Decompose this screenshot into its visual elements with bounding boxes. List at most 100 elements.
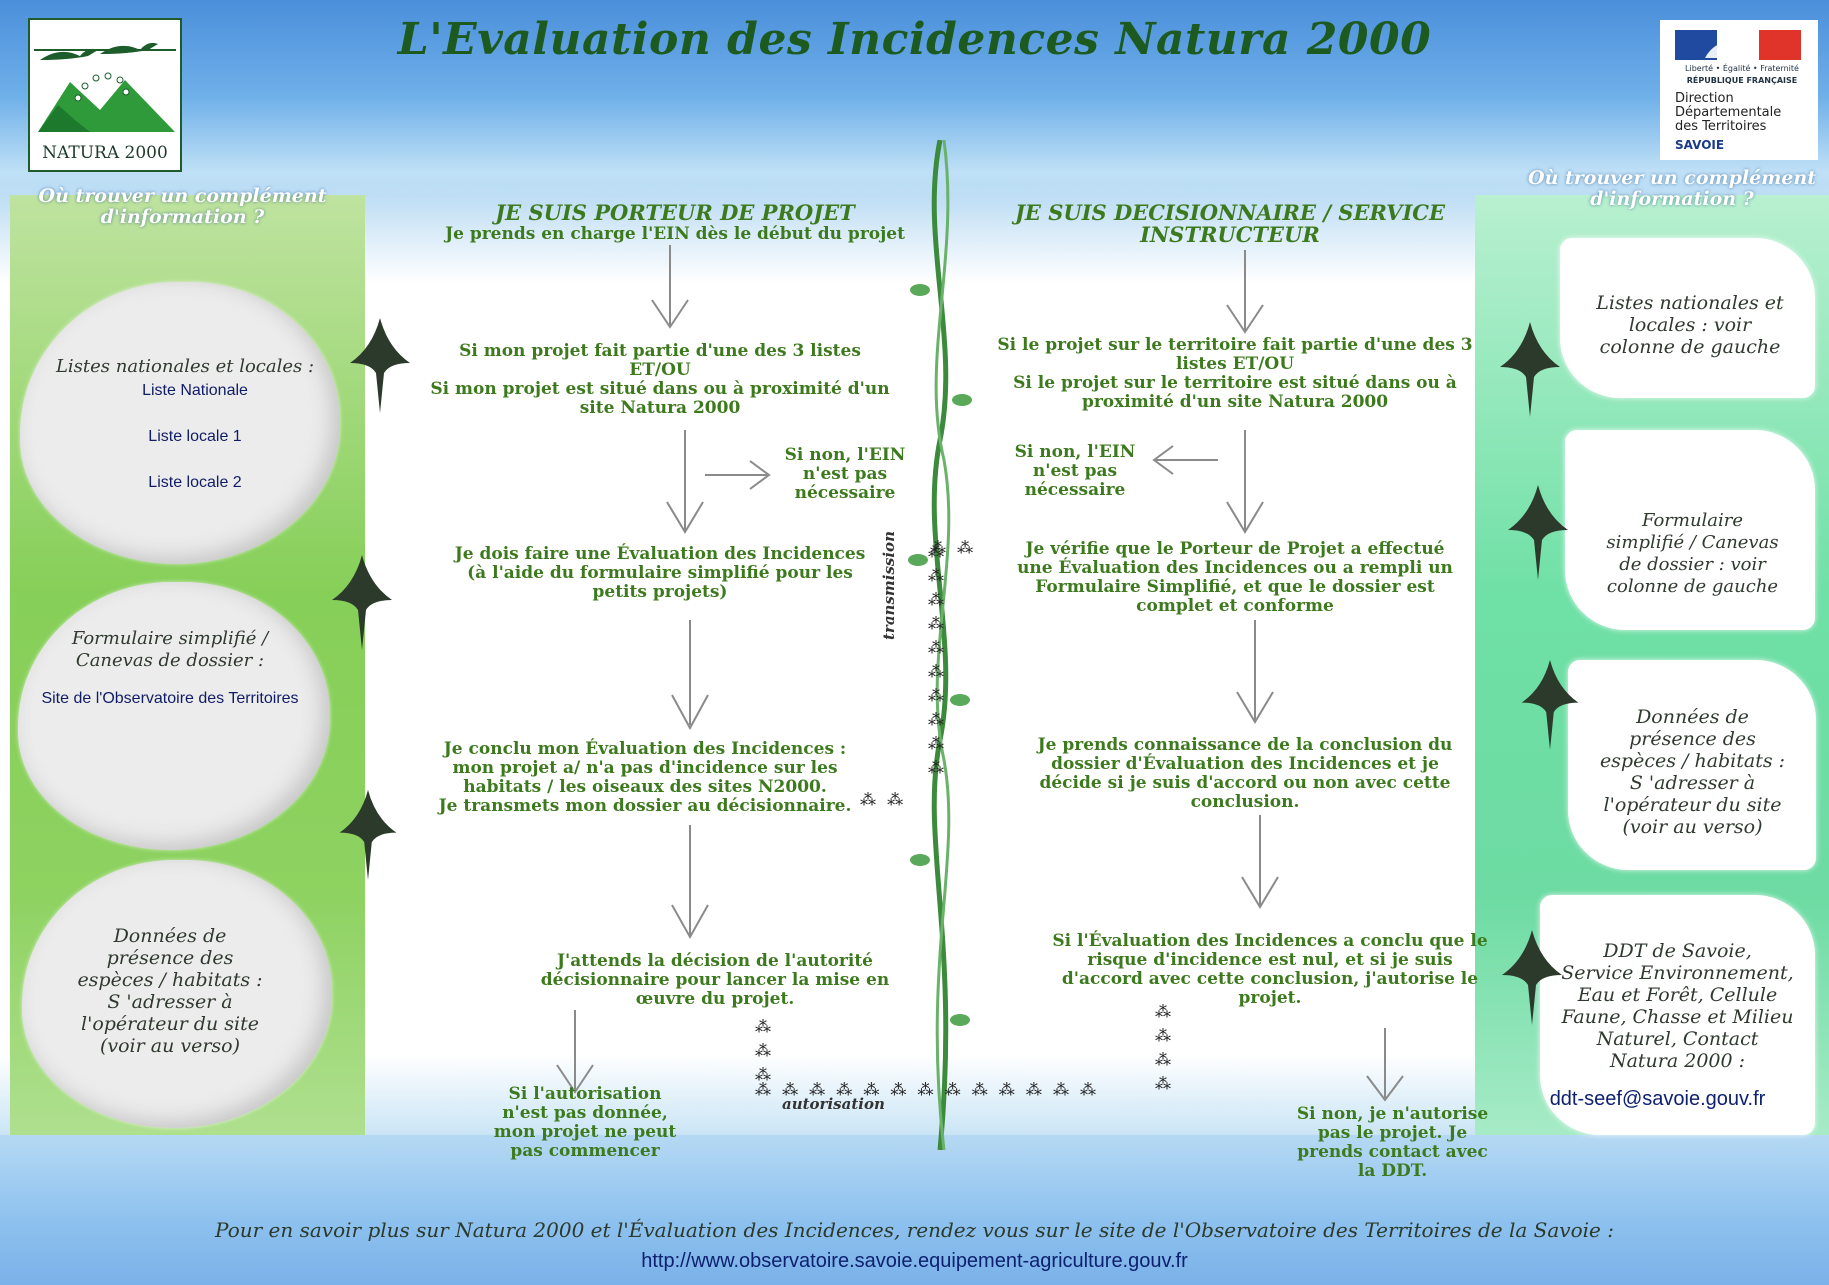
- contact-email-link[interactable]: ddt-seef@savoie.gouv.fr: [1549, 1088, 1766, 1110]
- left-leaf-lists: [20, 282, 340, 564]
- arrow-down-icon: [556, 1010, 594, 1094]
- porteur-step-2-line-3: petits projets): [592, 582, 728, 602]
- porteur-step-1: Si mon projet fait partie d'une des 3 li…: [410, 342, 910, 418]
- decisionnaire-no-ein-line-2: n'est pas: [1032, 461, 1118, 481]
- ant-trail-icon: ⁂⁂⁂⁂: [1155, 1002, 1174, 1093]
- swallow-icon: [350, 318, 410, 413]
- right-leaf-contact-line-5: Naturel, Contact: [1596, 1028, 1759, 1050]
- arrow-down-icon: [671, 825, 709, 940]
- transmission-label: transmission: [880, 531, 898, 640]
- right-leaf-contact-line-2: Service Environnement,: [1561, 962, 1794, 984]
- right-leaf-contact-line-6: Natura 2000 :: [1609, 1050, 1746, 1072]
- swallow-icon: [1508, 485, 1568, 580]
- decisionnaire-step-2-line-2: une Évaluation des Incidences ou a rempl…: [1017, 558, 1453, 578]
- republic-motto: Liberté • Égalité • Fraternité: [1685, 64, 1799, 73]
- right-leaf-data-line-4: S 'adresser à: [1629, 772, 1756, 794]
- left-leaf-form-label: Formulaire simplifié / Canevas de dossie…: [30, 628, 310, 672]
- porteur-step-4-line-2: décisionnaire pour lancer la mise en: [540, 970, 890, 990]
- natura-2000-logo-text: NATURA 2000: [42, 143, 168, 163]
- arrow-down-icon: [1366, 1028, 1404, 1102]
- decisionnaire-step-3-line-3: décide si je suis d'accord ou non avec c…: [1039, 773, 1451, 793]
- bottom-water-background: [0, 1135, 1829, 1285]
- decisionnaire-step-4-line-4: projet.: [1238, 988, 1302, 1008]
- left-header-line-2: d'information ?: [100, 206, 265, 228]
- decisionnaire-step-4: Si l'Évaluation des Incidences a conclu …: [1040, 932, 1500, 1008]
- porteur-step-1-line-4: site Natura 2000: [579, 398, 741, 418]
- arrow-down-icon: [1226, 250, 1264, 334]
- decisionnaire-heading-line-2: INSTRUCTEUR: [1140, 222, 1320, 247]
- decisionnaire-refuse-line-2: pas le projet. Je: [1317, 1123, 1468, 1143]
- autorisation-label: autorisation: [782, 1095, 885, 1113]
- decisionnaire-heading-line-1: JE SUIS DECISIONNAIRE / SERVICE: [1014, 200, 1446, 225]
- porteur-refused-line-2: n'est pas donnée,: [502, 1103, 668, 1123]
- ddt-name: Direction Départementale des Territoires: [1675, 92, 1815, 134]
- decisionnaire-refuse-line-4: la DDT.: [1357, 1161, 1428, 1181]
- page-title: L'Evaluation des Incidences Natura 2000: [397, 14, 1432, 65]
- decisionnaire-step-2-line-1: Je vérifie que le Porteur de Projet a ef…: [1025, 539, 1445, 559]
- porteur-no-ein: Si non, l'EIN n'est pas nécessaire: [770, 446, 920, 503]
- porteur-refused: Si l'autorisation n'est pas donnée, mon …: [470, 1085, 700, 1161]
- left-leaf-lists-label: Listes nationales et locales :: [55, 356, 315, 377]
- link-liste-nationale[interactable]: Liste Nationale: [142, 382, 248, 399]
- right-leaf-lists-line-3: colonne de gauche: [1599, 336, 1781, 358]
- porteur-step-2-line-1: Je dois faire une Évaluation des Inciden…: [454, 544, 866, 564]
- decisionnaire-step-2-line-4: complet et conforme: [1136, 596, 1334, 616]
- right-leaf-form-text: Formulaire simplifié / Canevas de dossie…: [1590, 510, 1795, 598]
- decisionnaire-step-1: Si le projet sur le territoire fait part…: [980, 336, 1490, 412]
- right-leaf-lists-line-2: locales : voir: [1628, 314, 1752, 336]
- porteur-subheading: Je prends en charge l'EIN dès le début d…: [445, 224, 905, 244]
- porteur-refused-line-1: Si l'autorisation: [508, 1084, 662, 1104]
- right-leaf-contact-line-4: Faune, Chasse et Milieu: [1561, 1006, 1794, 1028]
- right-leaf-form-line-4: colonne de gauche: [1606, 576, 1779, 597]
- footer-link[interactable]: http://www.observatoire.savoie.equipemen…: [641, 1250, 1188, 1272]
- ddt-line-1: Direction: [1675, 91, 1734, 106]
- porteur-refused-line-4: pas commencer: [510, 1141, 660, 1161]
- ant-trail-icon: ⁂ ⁂: [930, 538, 977, 557]
- decisionnaire-step-1-line-1: Si le projet sur le territoire fait part…: [997, 335, 1473, 355]
- arrow-down-icon: [1236, 620, 1274, 724]
- arrow-down-icon: [1226, 430, 1264, 534]
- porteur-no-ein-line-2: n'est pas: [802, 464, 888, 484]
- link-observatoire[interactable]: Site de l'Observatoire des Territoires: [41, 690, 299, 707]
- republic-name: RÉPUBLIQUE FRANÇAISE: [1686, 76, 1798, 85]
- left-leaf-data-text: Données de présence des espèces / habita…: [40, 925, 300, 1057]
- ant-trail-icon: ⁂⁂⁂⁂⁂⁂⁂⁂⁂⁂: [928, 542, 947, 777]
- swallow-icon: [339, 790, 397, 880]
- decisionnaire-step-3: Je prends connaissance de la conclusion …: [1000, 736, 1490, 812]
- right-leaf-data-line-2: présence des: [1629, 728, 1756, 750]
- decisionnaire-no-ein-line-3: nécessaire: [1024, 480, 1126, 500]
- left-header-line-1: Où trouver un complément: [38, 185, 327, 207]
- porteur-step-4-line-3: œuvre du projet.: [635, 989, 795, 1009]
- decisionnaire-step-4-line-2: risque d'incidence est nul, et si je sui…: [1087, 950, 1453, 970]
- decisionnaire-step-1-line-3: Si le projet sur le territoire est situé…: [1013, 373, 1457, 393]
- ant-trail-icon: ⁂⁂⁂: [755, 1017, 774, 1084]
- left-leaf-data-line-4: S 'adresser à: [107, 991, 233, 1013]
- porteur-step-1-line-1: Si mon projet fait partie d'une des 3 li…: [459, 341, 861, 361]
- decisionnaire-heading: JE SUIS DECISIONNAIRE / SERVICE INSTRUCT…: [990, 202, 1470, 246]
- porteur-heading: JE SUIS PORTEUR DE PROJET: [495, 200, 855, 225]
- swallow-icon: [1500, 322, 1560, 417]
- porteur-step-1-line-3: Si mon projet est situé dans ou à proxim…: [430, 379, 890, 399]
- ant-trail-icon: ⁂ ⁂: [860, 790, 907, 809]
- porteur-step-3-line-1: Je conclu mon Évaluation des Incidences …: [443, 739, 847, 759]
- porteur-refused-line-3: mon projet ne peut: [493, 1122, 677, 1142]
- right-leaf-form: [1565, 430, 1815, 630]
- arrow-down-icon: [651, 245, 689, 329]
- decisionnaire-step-2: Je vérifie que le Porteur de Projet a ef…: [990, 540, 1480, 616]
- decisionnaire-step-4-line-1: Si l'Évaluation des Incidences a conclu …: [1052, 931, 1488, 951]
- right-leaf-data-line-1: Données de: [1636, 706, 1749, 728]
- right-leaf-contact-line-3: Eau et Forêt, Cellule: [1577, 984, 1778, 1006]
- porteur-step-4-line-1: J'attends la décision de l'autorité: [556, 951, 873, 971]
- right-leaf-contact-text: DDT de Savoie, Service Environnement, Ea…: [1545, 940, 1810, 1072]
- right-leaf-data: [1568, 660, 1816, 870]
- right-leaf-form-line-3: de dossier : voir: [1619, 554, 1766, 575]
- link-liste-locale-2[interactable]: Liste locale 2: [148, 474, 242, 491]
- natura-2000-logo: NATURA 2000: [28, 18, 182, 172]
- decisionnaire-step-1-line-4: proximité d'un site Natura 2000: [1081, 392, 1389, 412]
- left-info-header: Où trouver un complément d'information ?: [25, 186, 340, 228]
- decisionnaire-step-2-line-3: Formulaire Simplifié, et que le dossier …: [1035, 577, 1435, 597]
- arrow-down-icon: [671, 620, 709, 731]
- link-liste-locale-1[interactable]: Liste locale 1: [148, 428, 242, 445]
- left-leaf-form-line-1: Formulaire simplifié /: [71, 628, 269, 649]
- right-info-header: Où trouver un complément d'information ?: [1512, 168, 1829, 210]
